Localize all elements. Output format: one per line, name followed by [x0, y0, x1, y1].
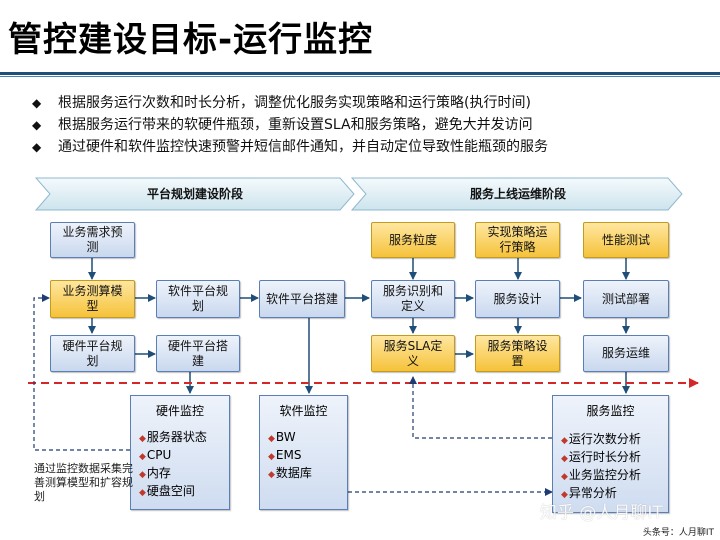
panel-item: ◆服务器状态 [139, 430, 207, 444]
diamond-bullet-icon: ◆ [32, 118, 42, 132]
box-service-sla: 服务SLA定义 [371, 335, 455, 372]
panel-hw-monitor: 硬件监控 ◆服务器状态 ◆CPU ◆内存 ◆硬盘空间 [130, 395, 230, 510]
panel-item: ◆运行次数分析 [561, 432, 641, 446]
diamond-icon: ◆ [139, 470, 146, 480]
feedback-svc-to-sla [409, 376, 552, 439]
panel-item: ◆内存 [139, 466, 171, 480]
panel-item: ◆CPU [139, 448, 172, 462]
box-sw-platform-plan: 软件平台规划 [156, 280, 240, 318]
source-footer: 头条号：人月聊IT [642, 528, 714, 538]
title-divider-thin [0, 76, 720, 77]
feedback-hw-monitor-to-model [33, 294, 130, 451]
panel-title: 硬件监控 [155, 404, 204, 418]
diamond-icon: ◆ [268, 434, 275, 444]
diamond-icon: ◆ [139, 434, 146, 444]
diamond-icon: ◆ [561, 454, 568, 464]
diamond-icon: ◆ [561, 436, 568, 446]
diamond-icon: ◆ [561, 490, 568, 500]
box-service-design: 服务设计 [475, 280, 560, 318]
panel-item: ◆业务监控分析 [561, 468, 641, 482]
diamond-icon: ◆ [561, 472, 568, 482]
diamond-icon: ◆ [268, 452, 275, 462]
box-service-strategy-set: 服务策略设置 [475, 335, 560, 372]
panel-item: ◆异常分析 [561, 486, 617, 500]
box-biz-calc-model: 业务测算模型 [50, 280, 135, 318]
diamond-bullet-icon: ◆ [32, 140, 42, 154]
box-test-deploy: 测试部署 [583, 280, 669, 318]
bullet-list: ◆ 根据服务运行次数和时长分析，调整优化服务实现策略和运行策略(执行时间) ◆ … [30, 92, 710, 158]
panel-item: ◆硬盘空间 [139, 484, 195, 498]
bullet-text: 根据服务运行带来的软硬件瓶颈，重新设置SLA和服务策略，避免大并发访问 [58, 117, 533, 133]
phase-left-label: 平台规划建设阶段 [147, 186, 244, 201]
bullet-item: ◆ 根据服务运行次数和时长分析，调整优化服务实现策略和运行策略(执行时间) [30, 92, 710, 114]
box-perf-test: 性能测试 [583, 222, 669, 258]
box-service-granularity: 服务粒度 [371, 222, 455, 258]
bullet-item: ◆ 根据服务运行带来的软硬件瓶颈，重新设置SLA和服务策略，避免大并发访问 [30, 114, 710, 136]
panel-item: ◆BW [268, 430, 296, 444]
box-biz-demand: 业务需求预测 [50, 222, 135, 258]
bullet-text: 根据服务运行次数和时长分析，调整优化服务实现策略和运行策略(执行时间) [58, 95, 531, 111]
panel-item: ◆数据库 [268, 466, 312, 480]
box-hw-platform-plan: 硬件平台规划 [50, 335, 135, 372]
box-hw-platform-build: 硬件平台搭建 [156, 335, 240, 372]
box-sw-platform-build: 软件平台搭建 [259, 280, 345, 318]
panel-title: 服务监控 [586, 404, 635, 418]
panel-title: 软件监控 [279, 404, 328, 418]
panel-sw-monitor: 软件监控 ◆BW ◆EMS ◆数据库 [259, 395, 348, 510]
feedback-note: 通过监控数据采集完善测算模型和扩容规划 [34, 462, 133, 503]
phase-right-chevron [350, 177, 683, 211]
watermark: 知乎 @人月聊IT [540, 503, 663, 523]
bullet-text: 通过硬件和软件监控快速预警并短信邮件通知，并自动定位导致性能瓶颈的服务 [58, 139, 548, 155]
box-service-ops: 服务运维 [583, 335, 669, 372]
page-title: 管控建设目标-运行监控 [8, 20, 374, 60]
diamond-icon: ◆ [139, 488, 146, 498]
phase-right-label: 服务上线运维阶段 [470, 186, 567, 201]
box-service-identify: 服务识别和定义 [371, 280, 455, 318]
diamond-icon: ◆ [268, 470, 275, 480]
phase-left-chevron [34, 177, 355, 211]
diamond-bullet-icon: ◆ [32, 96, 42, 110]
diamond-icon: ◆ [139, 452, 146, 462]
box-impl-strategy: 实现策略运行策略 [475, 222, 560, 258]
panel-svc-monitor: 服务监控 ◆运行次数分析 ◆运行时长分析 ◆业务监控分析 ◆异常分析 [552, 395, 669, 513]
bullet-item: ◆ 通过硬件和软件监控快速预警并短信邮件通知，并自动定位导致性能瓶颈的服务 [30, 136, 710, 158]
title-divider [0, 72, 720, 75]
panel-item: ◆EMS [268, 448, 302, 462]
panel-item: ◆运行时长分析 [561, 450, 641, 464]
